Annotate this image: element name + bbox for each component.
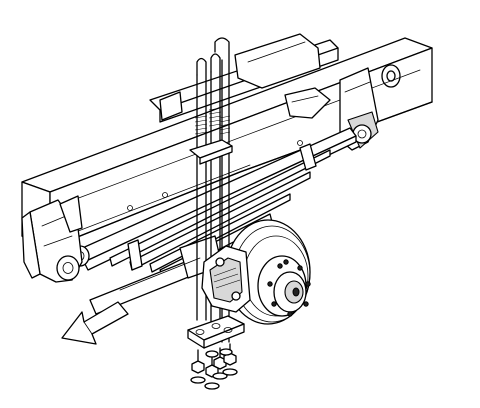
u-bolt-nut xyxy=(190,349,206,384)
spring-plate xyxy=(187,315,245,349)
brake-caliper xyxy=(201,245,251,313)
u-bolt-nut xyxy=(212,347,228,380)
spring-plate-top xyxy=(189,139,233,165)
wheel-hub xyxy=(257,255,311,317)
u-bolt-nuts xyxy=(190,343,238,390)
spring-hanger-front xyxy=(21,195,83,283)
front-direction-arrow xyxy=(61,301,129,345)
